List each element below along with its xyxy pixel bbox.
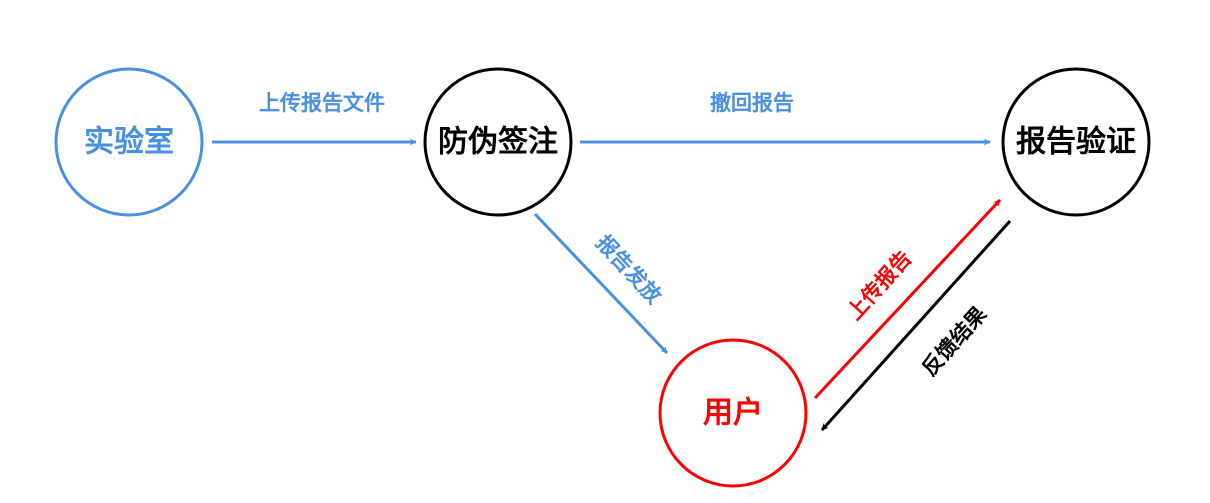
node-report-verify-circle: [1001, 67, 1151, 217]
node-report-verify-label: 报告验证: [1016, 125, 1136, 160]
edge-upload-report-file-label: 上传报告文件: [259, 91, 385, 115]
edge-issue-report: 报告发放: [533, 212, 669, 355]
node-anti-counterfeit-circle: [423, 67, 573, 217]
node-anti-counterfeit: 防伪签注: [423, 67, 573, 217]
arrow-user-to-report-verify: [813, 198, 1002, 400]
node-anti-counterfeit-label: 防伪签注: [438, 125, 558, 160]
node-lab: 实验室: [54, 67, 204, 217]
arrow-anti-counterfeit-to-user: [533, 212, 669, 355]
edge-revoke-report-label: 撤回报告: [710, 91, 794, 115]
edge-upload-report-label: 上传报告: [842, 246, 916, 324]
node-lab-label: 实验室: [84, 125, 174, 160]
node-lab-circle: [54, 67, 204, 217]
arrow-report-verify-to-user: [820, 219, 1012, 432]
edge-issue-report-label: 报告发放: [591, 230, 667, 309]
edge-feedback-result: 反馈结果: [820, 219, 1012, 432]
node-user-label: 用户: [703, 396, 763, 431]
edge-upload-report: 上传报告: [813, 198, 1002, 400]
node-user-circle: [658, 338, 808, 488]
edge-upload-report-file: 上传报告文件: [212, 91, 417, 146]
edge-revoke-report: 撤回报告: [580, 91, 991, 146]
node-user: 用户: [658, 338, 808, 488]
node-report-verify: 报告验证: [1001, 67, 1151, 217]
